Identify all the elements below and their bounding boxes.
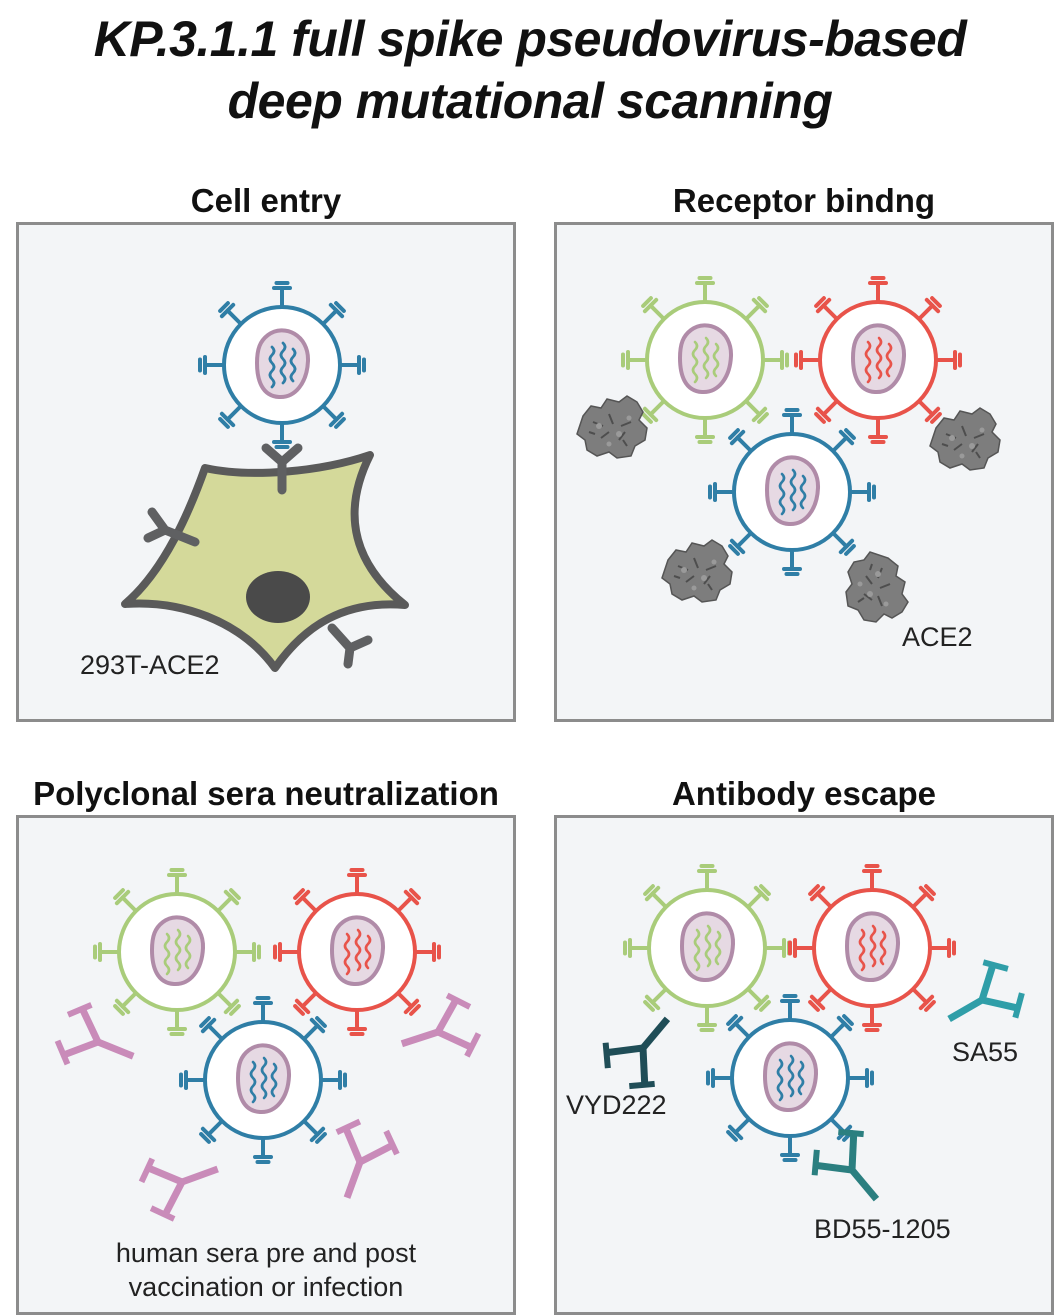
virus-green-sera [95, 870, 259, 1034]
virus-blue [710, 410, 874, 574]
cell-label: 293T-ACE2 [80, 650, 220, 680]
antibody-label-vyd222: VYD222 [566, 1090, 667, 1120]
sera-label-line-2: vaccination or infection [128, 1272, 404, 1302]
nucleus [246, 571, 310, 623]
virus-blue-sera [181, 998, 345, 1162]
ace2-protein-4 [845, 551, 909, 623]
title-line-2: deep mutational scanning [227, 73, 833, 129]
virus-green [623, 278, 787, 442]
title-line-1: KP.3.1.1 full spike pseudovirus-based [93, 11, 967, 67]
virus-green-escape [625, 866, 789, 1030]
ace2-receptors [143, 443, 373, 669]
ace2-label: ACE2 [902, 622, 973, 652]
virus-red-escape [790, 866, 954, 1030]
virus-cell-entry [200, 283, 364, 447]
antibody-label-bd55-1205: BD55-1205 [814, 1214, 951, 1244]
panel-title-polyclonal: Polyclonal sera neutralization [33, 775, 499, 812]
sera-label: human sera pre and post vaccination or i… [0, 1236, 532, 1304]
figure-title: KP.3.1.1 full spike pseudovirus-based de… [0, 8, 1060, 132]
virus-red-sera [275, 870, 439, 1034]
sera-label-line-1: human sera pre and post [115, 1238, 417, 1268]
antibody-sa55 [933, 953, 1031, 1046]
panel-title-cell-entry: Cell entry [190, 182, 342, 219]
virus-red [796, 278, 960, 442]
panel-title-antibody-escape: Antibody escape [671, 775, 937, 812]
antibody-vyd222 [594, 998, 692, 1097]
cell [121, 451, 409, 672]
panel-title-receptor-binding: Receptor bindng [672, 182, 936, 219]
ace2-protein-2 [929, 407, 1001, 471]
ace2-protein-1 [576, 395, 648, 459]
antibody-bd55-1205 [803, 1120, 901, 1219]
antibody-label-sa55: SA55 [952, 1037, 1019, 1067]
ace2-protein-3 [661, 539, 733, 603]
